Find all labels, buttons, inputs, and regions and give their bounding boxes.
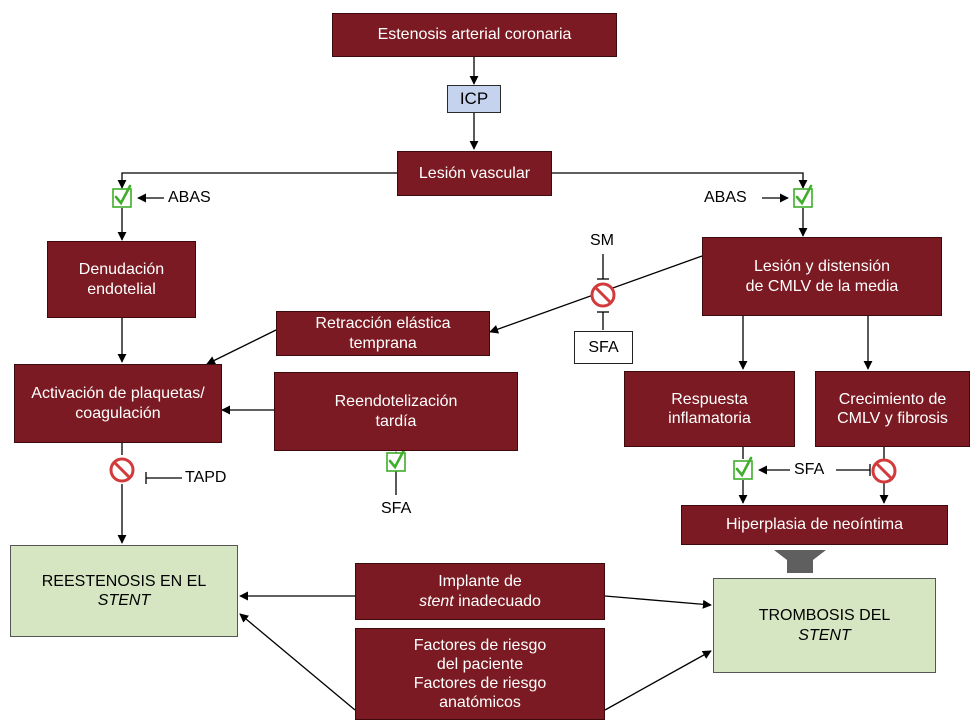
node-lesion-vascular: Lesión vascular: [397, 151, 552, 196]
node-label: Implante de: [438, 573, 522, 591]
node-label: inadecuado: [453, 592, 541, 610]
node-label: STENT: [798, 626, 851, 644]
node-respuesta: Respuesta inflamatoria: [624, 371, 795, 447]
node-label: Estenosis arterial coronaria: [377, 26, 572, 44]
node-lesion-cmlv: Lesión y distensión de CMLV de la media: [702, 237, 942, 316]
node-label: SFA: [588, 338, 619, 356]
node-label: STENT: [97, 592, 151, 609]
node-sfa-box: SFA: [574, 331, 633, 364]
node-crecimiento: Crecimiento de CMLV y fibrosis: [815, 371, 970, 447]
abas-right-label: ABAS: [704, 189, 747, 206]
check-icon: [386, 448, 406, 472]
node-estenosis: Estenosis arterial coronaria: [332, 13, 617, 57]
node-reestenosis: REESTENOSIS EN EL STENT: [10, 545, 238, 637]
node-label: tardía: [375, 412, 417, 430]
sm-label: SM: [590, 232, 614, 249]
inhibit-icon: [871, 458, 897, 484]
node-label: Respuesta: [671, 390, 748, 408]
tapd-label: TAPD: [185, 469, 227, 486]
node-activacion: Activación de plaquetas/ coagulación: [14, 364, 222, 443]
node-label: del paciente: [436, 655, 524, 673]
node-label: Factores de riesgo: [413, 675, 547, 692]
node-label: inflamatoria: [668, 410, 751, 427]
check-icon: [793, 184, 813, 208]
node-label: REESTENOSIS EN EL: [41, 572, 207, 590]
abas-left-label: ABAS: [168, 189, 211, 206]
node-implante: Implante de stent inadecuado: [355, 563, 605, 620]
node-label: coagulación: [75, 404, 161, 422]
sfa-bottom-label: SFA: [381, 500, 412, 517]
node-trombosis: TROMBOSIS DEL STENT: [713, 578, 936, 673]
node-label: de CMLV de la media: [745, 277, 899, 295]
node-hiperplasia: Hiperplasia de neoíntima: [681, 505, 948, 545]
check-icon: [733, 456, 753, 480]
inhibit-icon: [590, 282, 616, 308]
node-label: stent: [419, 592, 454, 610]
block-arrow-down: [774, 550, 826, 573]
node-retraccion: Retracción elástica temprana: [276, 311, 490, 356]
node-label: ICP: [459, 88, 489, 108]
node-label: Crecimiento de: [838, 390, 947, 408]
node-denudacion: Denudación endotelial: [47, 241, 196, 318]
node-label: anatómicos: [439, 694, 521, 712]
sfa-right-label: SFA: [794, 461, 825, 478]
node-label: Lesión y distensión: [753, 258, 891, 276]
node-factores: Factores de riesgo del paciente Factores…: [355, 628, 605, 720]
node-label: Retracción elástica: [315, 315, 451, 333]
node-label: endotelial: [87, 280, 156, 298]
node-reendotelizacion: Reendotelización tardía: [274, 372, 518, 451]
check-icon: [112, 184, 132, 208]
node-label: Denudación: [78, 261, 165, 279]
node-label: Hiperplasia de neoíntima: [726, 516, 903, 534]
node-label: Lesión vascular: [418, 164, 531, 182]
node-label: TROMBOSIS DEL: [758, 607, 891, 625]
node-label: Factores de riesgo: [413, 636, 547, 654]
node-label: Activación de plaquetas/: [31, 385, 205, 403]
node-label: CMLV y fibrosis: [837, 410, 948, 427]
node-label: temprana: [349, 334, 417, 352]
node-icp: ICP: [447, 85, 501, 113]
inhibit-icon: [109, 457, 135, 483]
node-label: Reendotelización: [334, 393, 458, 411]
